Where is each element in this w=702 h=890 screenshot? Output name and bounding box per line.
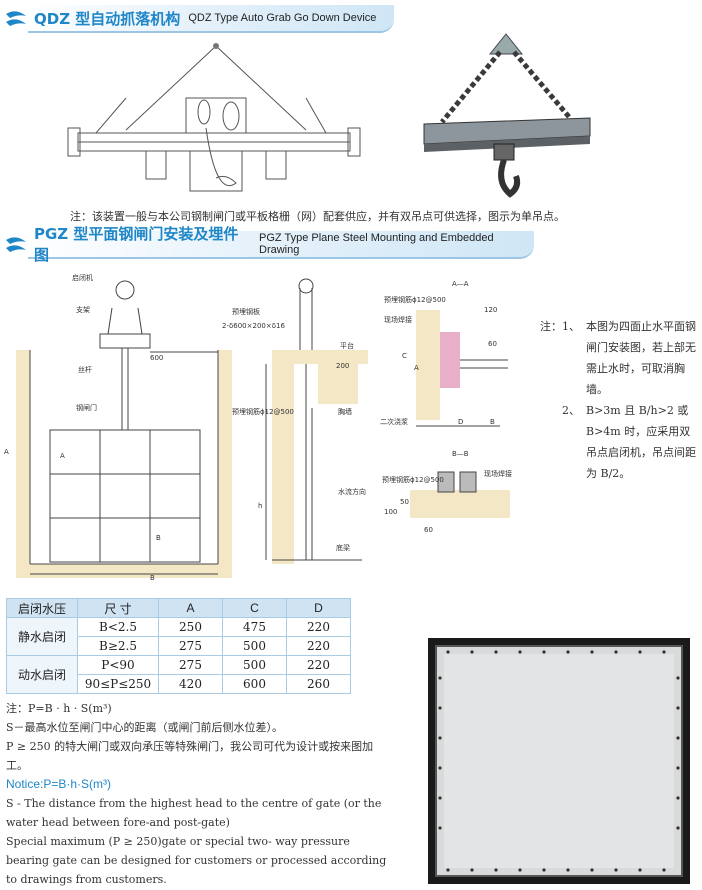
section1-title-cn: QDZ 型自动抓落机构: [34, 9, 181, 28]
table-head-size: 尺 寸: [77, 598, 159, 618]
gate-side-section-drawing: 预埋钢板 2-δ600×200×δ16 平台 200 预埋钢筋ϕ12@500 胸…: [222, 278, 368, 564]
install-note-text-1: 本图为四面止水平面钢闸门安装图，若上部无需止水时，可取消胸墙。: [586, 320, 696, 396]
install-note-label: 注：1、: [540, 320, 580, 333]
install-note-text-2: B>3m 且 B/h>2 或 B>4m 时，应采用双吊点启闭机，吊点间距为 B/…: [586, 404, 696, 480]
dim-600: 600: [150, 354, 163, 362]
section2-title-cn: PGZ 型平面钢闸门安装及埋件图: [34, 225, 239, 264]
section1-note: 注：该装置一般与本公司钢制闸门或平板格栅（网）配套供应，并有双吊点可供选择，图示…: [70, 210, 565, 223]
label-embedded-bolt: 预埋钢筋ϕ12@500: [232, 407, 294, 416]
label-site-weld: 现场焊接: [384, 315, 412, 324]
table-cell-c: 500: [222, 655, 287, 675]
label-a: A: [4, 448, 9, 456]
company-logo-icon: [6, 237, 26, 252]
table-row: 动水启闭 P<90 275 500 220: [6, 655, 351, 694]
steel-gate-photo: [428, 638, 690, 884]
label-platform: 平台: [340, 341, 354, 350]
label-rod: 丝杆: [78, 365, 92, 374]
label-water-flow: 水流方向: [338, 487, 366, 496]
label-second-concrete: 二次浇浆: [380, 417, 408, 426]
formula-cn-s: S－最高水位至闸门中心的距离（或闸门前后侧水位差）。: [6, 721, 284, 734]
qdz-device-photo: [423, 33, 591, 198]
table-head-a: A: [158, 598, 223, 618]
section1-title-band: QDZ 型自动抓落机构 QDZ Type Auto Grab Go Down D…: [28, 5, 394, 33]
table-row: B≥2.5 275 500 220: [7, 636, 351, 656]
table-header-row: 启闭水压 尺 寸 A C D: [6, 598, 351, 618]
table-cell-c: 600: [222, 674, 287, 694]
dim-60: 60: [488, 340, 497, 348]
label-b-bottom: B: [150, 574, 155, 582]
label-hoist: 启闭机: [72, 273, 93, 282]
dim-100: 100: [384, 508, 397, 516]
label-section-aa: A—A: [452, 280, 469, 288]
label-embedded-bar-bb: 预埋钢筋ϕ12@500: [382, 475, 444, 484]
steel-gate-frame-image: [435, 645, 683, 877]
label-bracket: 支架: [76, 305, 90, 314]
table-cond: B≥2.5: [77, 636, 159, 656]
table-row: 90≤P≤250 420 600 260: [7, 674, 351, 694]
install-note-num-2: 2、: [562, 404, 580, 417]
label-b: B: [156, 534, 161, 542]
dim-50: 50: [400, 498, 409, 506]
table-cell-a: 250: [158, 617, 223, 637]
section1-header: QDZ 型自动抓落机构 QDZ Type Auto Grab Go Down D…: [0, 5, 394, 33]
dim-120: 120: [484, 306, 497, 314]
install-note-item-1: 注：1、 本图为四面止水平面钢闸门安装图，若上部无需止水时，可取消胸墙。: [538, 316, 698, 400]
label-a-detail: A: [414, 364, 419, 372]
table-cell-a: 420: [158, 674, 223, 694]
table-head-c: C: [222, 598, 287, 618]
install-note-item-2: 2、 B>3m 且 B/h>2 或 B>4m 时，应采用双吊点启闭机，吊点间距为…: [538, 400, 698, 484]
formula-en-p: Special maximum (P ≥ 250)gate or special…: [6, 835, 387, 886]
label-embedded-bar-aa: 预埋钢筋ϕ12@500: [384, 295, 446, 304]
formula-cn: 注：P=B · h · S(m³): [6, 702, 112, 715]
section2-header: PGZ 型平面钢闸门安装及埋件图 PGZ Type Plane Steel Mo…: [0, 225, 534, 264]
install-note: 注：1、 本图为四面止水平面钢闸门安装图，若上部无需止水时，可取消胸墙。 2、 …: [538, 316, 698, 484]
table-cond: P<90: [77, 655, 159, 675]
formula-cn-p: P ≥ 250 的特大闸门或双向承压等特殊闸门，我公司可代为设计或按来图加工。: [6, 740, 374, 772]
gate-front-elevation-drawing: 启闭机 支架 丝杆 钢闸门 600 A A B B: [4, 273, 232, 582]
label-section-bb: B—B: [452, 450, 469, 458]
table-head-pressure: 启闭水压: [6, 598, 78, 618]
label-h: h: [258, 502, 262, 510]
dim-200: 200: [336, 362, 349, 370]
section2-title-band: PGZ 型平面钢闸门安装及埋件图 PGZ Type Plane Steel Mo…: [28, 225, 534, 264]
label-sill: 底梁: [336, 543, 350, 552]
table-cell-a: 275: [158, 636, 223, 656]
table-head-d: D: [286, 598, 351, 618]
label-a-section: A: [60, 452, 65, 460]
table-cond: B<2.5: [77, 617, 159, 637]
label-b-detail: B: [490, 418, 495, 426]
table-cell-d: 220: [286, 617, 351, 637]
formula-en-s: S - The distance from the highest head t…: [6, 797, 382, 829]
table-cell-c: 475: [222, 617, 287, 637]
table-category-dynamic: 动水启闭: [6, 655, 78, 694]
formula-notes: 注：P=B · h · S(m³) S－最高水位至闸门中心的距离（或闸门前后侧水…: [6, 699, 391, 889]
table-cond: 90≤P≤250: [77, 674, 159, 694]
label-gate: 钢闸门: [76, 403, 97, 412]
label-c: C: [402, 352, 407, 360]
formula-notice: Notice:P=B·h·S(m³): [6, 777, 112, 791]
dimension-table: 启闭水压 尺 寸 A C D 静水启闭 B<2.5 250 475 220 B≥…: [6, 598, 351, 694]
section2-title-en: PGZ Type Plane Steel Mounting and Embedd…: [259, 232, 494, 256]
table-cell-a: 275: [158, 655, 223, 675]
qdz-line-drawing: [67, 43, 361, 192]
table-cell-d: 220: [286, 655, 351, 675]
label-embedded-steel: 预埋钢板: [232, 307, 260, 316]
label-steel-size: 2-δ600×200×δ16: [222, 322, 285, 330]
table-cell-d: 260: [286, 674, 351, 694]
table-cell-c: 500: [222, 636, 287, 656]
table-row: 静水启闭 B<2.5 250 475 220: [6, 617, 351, 656]
section-details-drawing: A—A 预埋钢筋ϕ12@500 现场焊接 120 60 C A 二次浇浆 D B…: [380, 280, 512, 534]
table-cell-d: 220: [286, 636, 351, 656]
section1-title-en: QDZ Type Auto Grab Go Down Device: [188, 12, 377, 24]
label-water-stop: 胸墙: [338, 407, 352, 416]
dim-60b: 60: [424, 526, 433, 534]
label-site-weld-bb: 现场焊接: [484, 469, 512, 478]
company-logo-icon: [6, 11, 26, 26]
table-category-static: 静水启闭: [6, 617, 78, 656]
label-d: D: [458, 418, 463, 426]
